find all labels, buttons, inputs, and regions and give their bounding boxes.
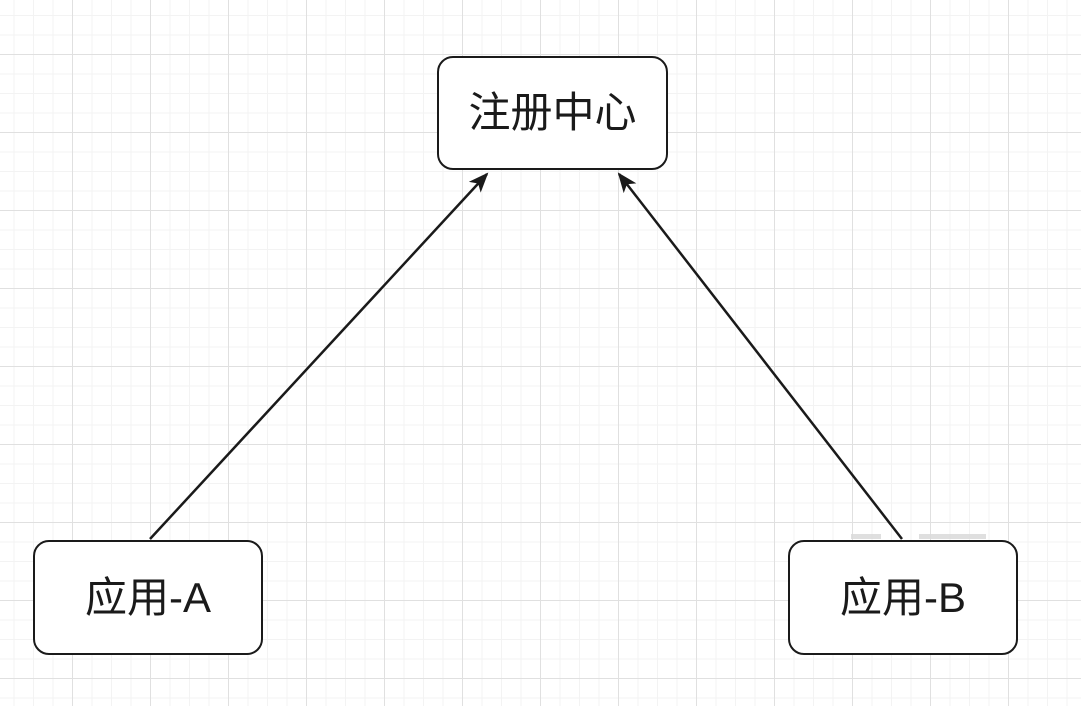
node-app-a-label: 应用-A	[84, 573, 211, 621]
edge-app-b-to-registry[interactable]	[617, 172, 903, 540]
edge-app-a-to-registry[interactable]	[149, 172, 489, 540]
erased-mark	[851, 534, 881, 539]
node-app-b-label: 应用-B	[839, 573, 966, 621]
erased-mark	[919, 534, 986, 539]
node-app-b[interactable]: 应用-B	[788, 540, 1018, 655]
node-app-a[interactable]: 应用-A	[33, 540, 263, 655]
node-registry-center-label: 注册中心	[468, 89, 637, 136]
node-registry-center[interactable]: 注册中心	[437, 56, 668, 170]
